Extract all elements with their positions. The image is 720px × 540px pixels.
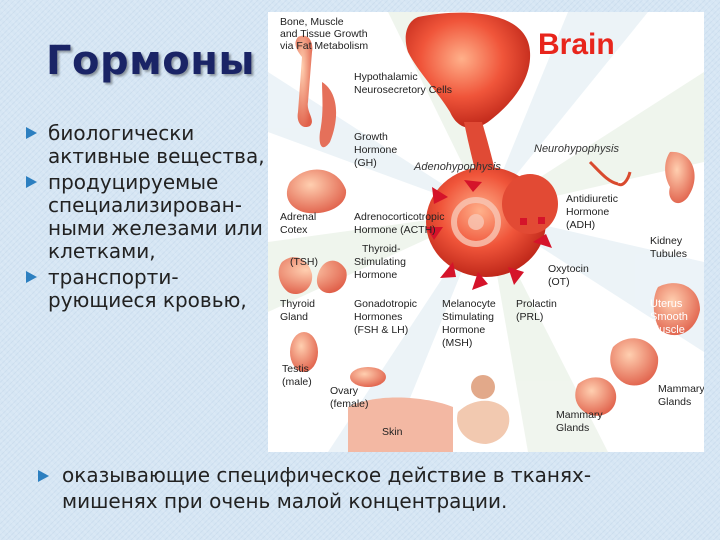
hormone-diagram-svg: Brain (268, 12, 704, 452)
bullet-item-1: биологически активные вещества, (24, 122, 284, 168)
label-growth-1: Growth (354, 131, 388, 143)
label-adrenal-1: Adrenal (280, 211, 316, 223)
pituitary-stalk (464, 122, 498, 182)
brain-mass (405, 12, 531, 128)
label-msh-1: Melanocyte (442, 298, 496, 310)
label-hypothalamic-1: Hypothalamic (354, 71, 418, 83)
label-gonadotropic-1: Gonadotropic (354, 298, 417, 310)
mammary-icon-1 (457, 400, 510, 444)
bullet-line: активные вещества, (48, 144, 265, 168)
label-mammary-2-line-1: Mammary (658, 383, 704, 395)
label-mammary-2-line-2: Glands (658, 396, 691, 408)
label-acth-2: Hormone (ACTH) (354, 224, 436, 236)
label-adrenal-2: Cotex (280, 224, 308, 236)
label-bone-3: via Fat Metabolism (280, 40, 368, 52)
label-adh-2: Hormone (566, 206, 609, 218)
label-growth-3: (GH) (354, 157, 377, 169)
bullet-item-2: продуцируемые специализирован- ными желе… (24, 171, 284, 263)
thyroid-icon (278, 257, 347, 294)
label-kidney-1: Kidney (650, 235, 683, 247)
label-mammary-1-line-1: Mammary (556, 409, 603, 421)
label-gonadotropic-3: (FSH & LH) (354, 324, 408, 336)
label-tsh: (TSH) (290, 256, 318, 268)
bullet-line: рующиеся кровью, (48, 288, 247, 312)
label-mammary-1-line-2: Glands (556, 422, 589, 434)
mammary-icon-2 (610, 338, 659, 386)
diagram-labels: Bone, Muscle and Tissue Growth via Fat M… (280, 16, 704, 438)
label-tsh-full-2: Stimulating (354, 256, 406, 268)
label-neurohypophysis: Neurohypophysis (534, 143, 619, 155)
label-tsh-full-1: Thyroid- (362, 243, 401, 255)
label-uterus-2: Smooth (650, 311, 688, 323)
mammary-icon-3 (575, 377, 617, 416)
label-bone-2: and Tissue Growth (280, 28, 368, 40)
posterior-lobe (502, 174, 558, 234)
neurosecretory-cell-icon (588, 160, 632, 187)
bullet-line: транспорти- (48, 265, 179, 289)
slide-title: Гормоны (46, 38, 256, 84)
bullet-arrow-icon (26, 271, 37, 283)
bullet-list: биологически активные вещества, продуцир… (24, 122, 284, 312)
bullet-line: биологически (48, 121, 195, 145)
label-prolactin-1: Prolactin (516, 298, 557, 310)
bullet-arrow-icon (38, 470, 49, 482)
bone-icon (295, 35, 313, 128)
hormone-diagram: Brain (268, 12, 704, 452)
label-ovary-2: (female) (330, 398, 369, 410)
bullet-line: специализирован- (48, 193, 242, 217)
label-adh-3: (ADH) (566, 219, 595, 231)
label-thyroid-1: Thyroid (280, 298, 315, 310)
label-kidney-2: Tubules (650, 248, 687, 260)
label-growth-2: Hormone (354, 144, 397, 156)
label-testis-2: (male) (282, 376, 312, 388)
hormone-arrows (426, 180, 552, 290)
label-uterus-1: Uterus (650, 298, 683, 310)
label-acth-1: Adrenocorticotropic (354, 211, 444, 223)
label-uterus-3: Muscle (650, 324, 685, 336)
muscle-icon (319, 82, 337, 148)
label-testis-1: Testis (282, 363, 309, 375)
label-msh-4: (MSH) (442, 337, 472, 349)
label-gonadotropic-2: Hormones (354, 311, 402, 323)
testis-icon (290, 332, 318, 372)
adrenal-icon (286, 169, 347, 214)
label-adenohypophysis: Adenohypophysis (413, 161, 501, 173)
skin-icon (348, 397, 453, 452)
bullet-line: продуцируемые (48, 170, 219, 194)
person-icon (471, 375, 495, 399)
bullet-item-3: транспорти- рующиеся кровью, (24, 266, 284, 312)
label-skin: Skin (382, 426, 403, 438)
label-msh-2: Stimulating (442, 311, 494, 323)
kidney-icon (665, 151, 695, 204)
label-msh-3: Hormone (442, 324, 485, 336)
bottom-bullet: оказывающие специфическое действие в тка… (36, 462, 702, 514)
gear-icon (451, 197, 501, 247)
label-oxytocin-2: (OT) (548, 276, 570, 288)
bullet-arrow-icon (26, 127, 37, 139)
bullet-line: мишенях при очень малой концентрации. (62, 489, 508, 513)
brain-label: Brain (538, 28, 615, 61)
ovary-icon (350, 367, 386, 387)
label-bone-1: Bone, Muscle (280, 16, 344, 28)
bullet-line: ными железами или (48, 216, 263, 240)
bullet-line: клетками, (48, 239, 156, 263)
uterus-icon (653, 283, 700, 336)
bullet-line: оказывающие специфическое действие в тка… (62, 463, 592, 487)
label-adh-1: Antidiuretic (566, 193, 618, 205)
label-prolactin-2: (PRL) (516, 311, 543, 323)
label-thyroid-2: Gland (280, 311, 308, 323)
label-ovary-1: Ovary (330, 385, 359, 397)
bullet-arrow-icon (26, 176, 37, 188)
label-oxytocin-1: Oxytocin (548, 263, 589, 275)
label-hypothalamic-2: Neurosecretory Cells (354, 84, 452, 96)
label-tsh-full-3: Hormone (354, 269, 397, 281)
